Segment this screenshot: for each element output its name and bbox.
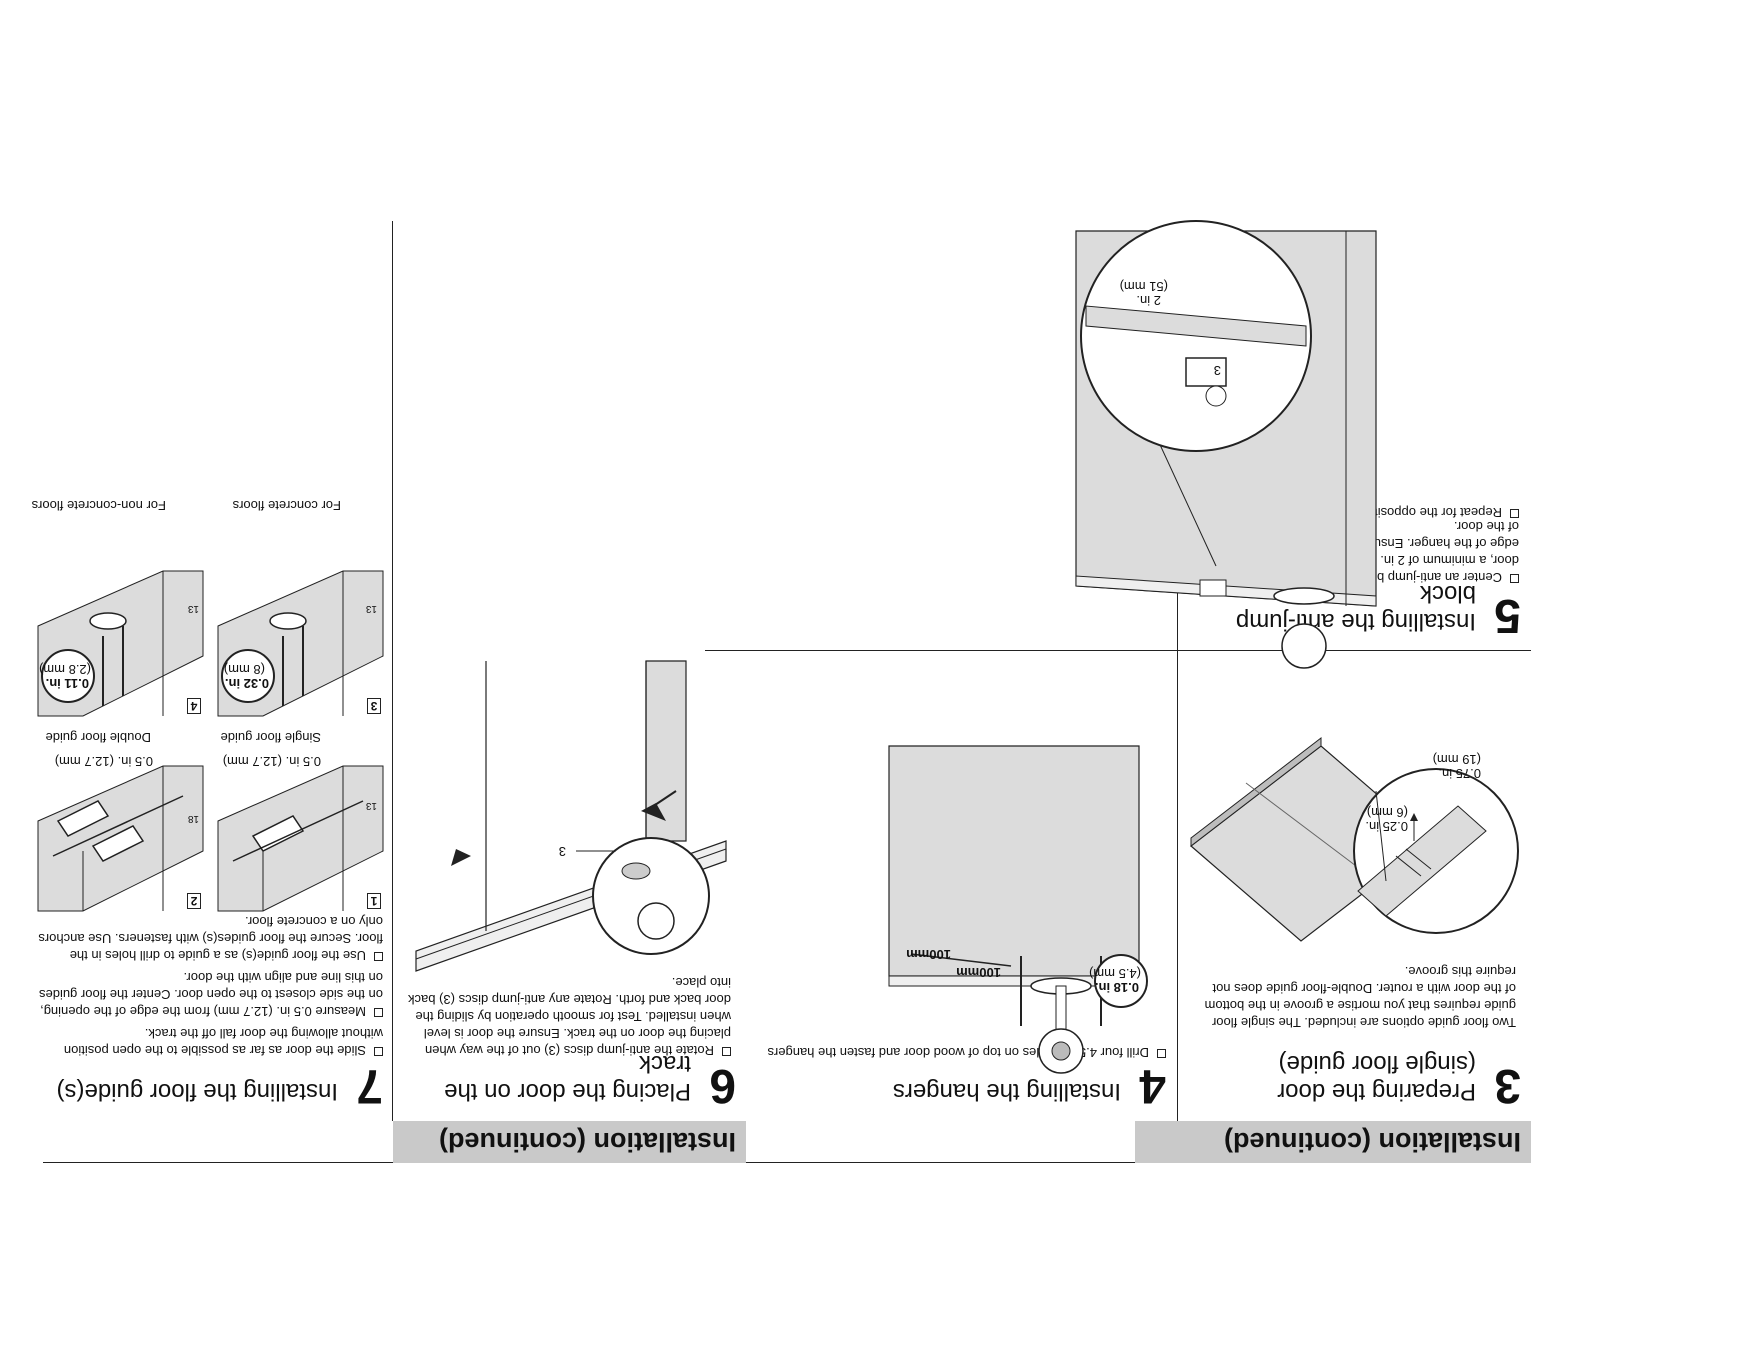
bullet-box (722, 1047, 731, 1056)
offset-callout-line1: 2 in. (1136, 293, 1161, 308)
part-ref: 3 (1214, 363, 1221, 378)
part-ref: 3 (559, 844, 566, 859)
anti-jump-block-detail (1185, 357, 1227, 387)
panel-caption: For non-concrete floors (31, 498, 166, 513)
panel-caption: Double floor guide (45, 730, 151, 745)
panel-number: 1 (367, 893, 381, 909)
step-bullet-3: Use the floor guide(s) as a guide to dri… (38, 913, 383, 964)
step-bullet-2: Measure 0.5 in. (12.7 mm) from the edge … (38, 969, 383, 1020)
panel-caption: Single floor guide (220, 730, 321, 745)
panel-caption: For concrete floors (232, 498, 341, 513)
bullet-box (1510, 574, 1519, 583)
bullet-box (374, 1008, 383, 1017)
hole-callout (1094, 954, 1148, 1008)
bullet-box (1157, 1049, 1166, 1058)
hole-size-line2: (4.5 mm) (1089, 966, 1141, 981)
step-bullet-1: Slide the door as far as possible to the… (38, 1025, 383, 1059)
panel-measure-line2: (2.8 mm) (39, 662, 91, 677)
step-title: Installing the hangers (892, 1078, 1121, 1105)
track-illustration: 3 (415, 660, 727, 972)
banner-rule (43, 1162, 393, 1163)
panel-measure-line1: 0.32 in. (224, 676, 269, 691)
step-title: Installing the floor guide(s) (56, 1078, 338, 1105)
step-number: 6 (709, 1059, 736, 1112)
door-panel (888, 745, 1140, 977)
step-number: 5 (1494, 589, 1521, 642)
width-callout-line1: 0.75 in. (1438, 766, 1481, 781)
depth-callout-line1: 0.25 in. (1365, 819, 1408, 834)
spacing-label-b: 100mm (906, 947, 951, 962)
bullet-text: Rotate the anti-jump discs (3) out of th… (408, 975, 731, 1058)
row-divider-left (705, 650, 1178, 651)
step-number: 4 (1139, 1059, 1166, 1112)
groove-illustration: 0.25 in. (6 mm) 0.75 in. (19 mm) (1190, 736, 1519, 942)
panel-measure-line1: 0.11 in. (45, 676, 89, 691)
step-bullet: Drill four 4.5mm holes on top of wood do… (746, 1044, 1166, 1061)
panel-number: 3 (367, 698, 381, 714)
anti-jump-block (1199, 579, 1227, 597)
panel-measure: 0.5 in. (12.7 mm) (222, 754, 321, 769)
width-callout-line2: (19 mm) (1433, 752, 1481, 767)
hole-size-line1: 0.18 in. (1095, 980, 1139, 995)
spacing-label-a: 100mm (956, 965, 1001, 980)
hanger-illustration: 0.18 in. (4.5 mm) 100mm 100mm (888, 745, 1148, 1074)
column-divider (392, 221, 393, 1121)
part-ref: 13 (365, 603, 377, 614)
bullet-box (374, 1047, 383, 1056)
section-banner: Installation (continued) (1135, 1121, 1531, 1163)
bullet-text: Slide the door as far as possible to the… (63, 1026, 383, 1058)
anti-jump-illustration: 3 2 in. (51 mm) (1075, 220, 1377, 669)
bullet-text: Measure 0.5 in. (12.7 mm) from the edge … (38, 970, 383, 1019)
step-number: 3 (1494, 1059, 1521, 1112)
step-bullet: Rotate the anti-jump discs (3) out of th… (401, 974, 731, 1059)
step-number: 7 (356, 1059, 383, 1112)
step-body: Two floor guide options are included. Th… (1204, 964, 1516, 1030)
bullet-text: Use the floor guide(s) as a guide to dri… (38, 914, 383, 963)
banner-rule (705, 1162, 1135, 1163)
bullet-box (374, 952, 383, 961)
part-ref: 18 (187, 813, 199, 824)
panel-number: 4 (187, 698, 201, 714)
step-title: Preparing the door (single floor guide) (1277, 1050, 1476, 1105)
bullet-text: Drill four 4.5mm holes on top of wood do… (767, 1045, 1149, 1060)
row-divider-right (1178, 650, 1531, 651)
depth-callout-line2: (6 mm) (1367, 805, 1408, 820)
column-divider (1177, 581, 1178, 1121)
magnifier-circle (592, 837, 710, 955)
panel-measure-line2: (8 mm) (223, 662, 265, 677)
part-ref: 13 (365, 800, 377, 811)
bullet-box (1510, 509, 1519, 518)
panel-measure: 0.5 in. (12.7 mm) (54, 754, 153, 769)
panel-number: 2 (187, 893, 201, 909)
section-banner: Installation (continued) (393, 1121, 746, 1163)
offset-callout-line2: (51 mm) (1120, 279, 1168, 294)
part-ref: 13 (187, 603, 199, 614)
